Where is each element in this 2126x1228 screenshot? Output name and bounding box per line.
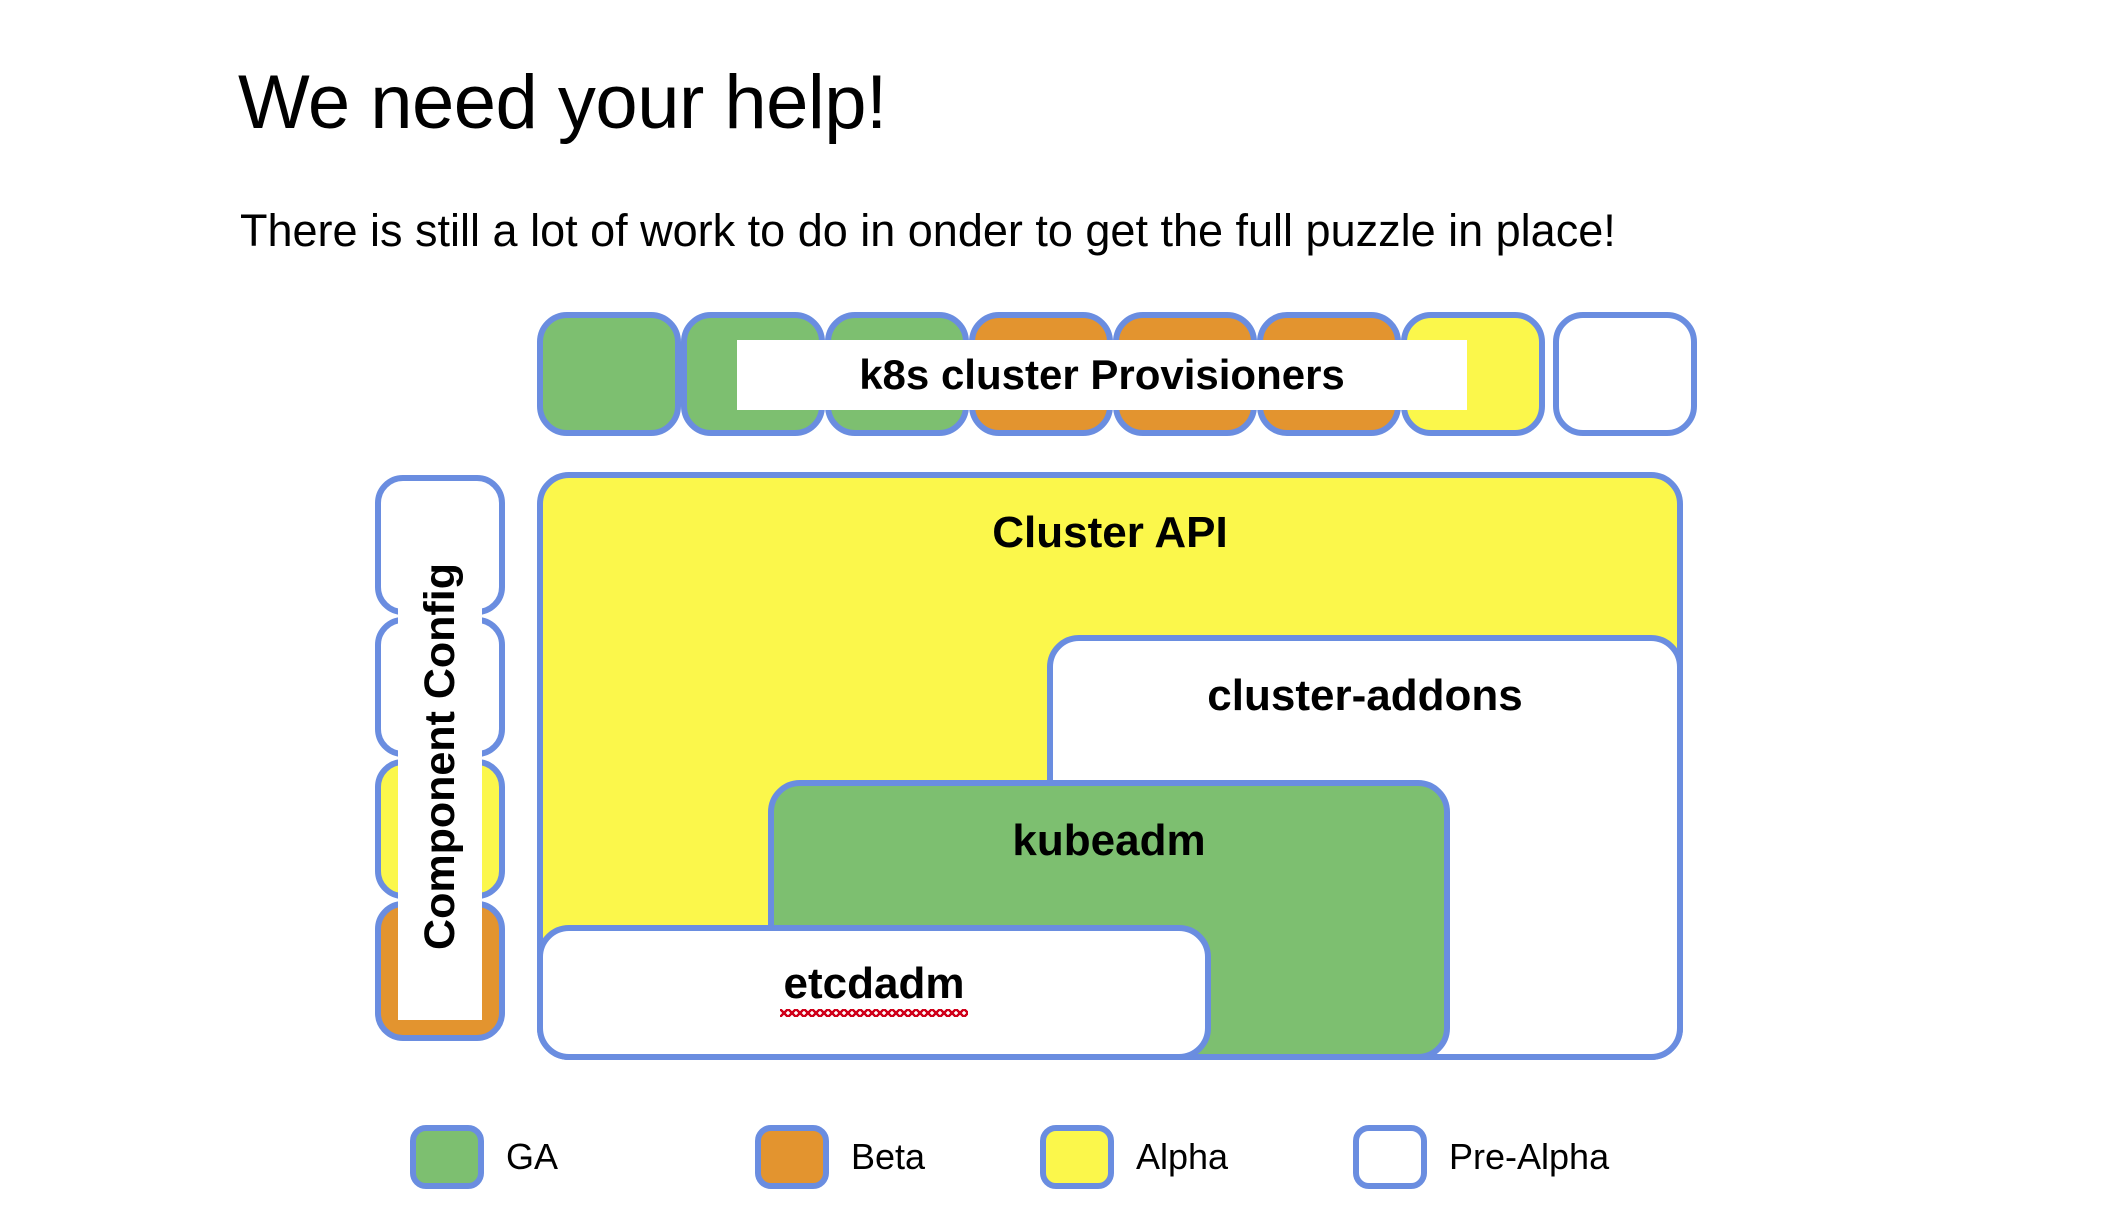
legend-item-alpha: Alpha bbox=[1040, 1125, 1228, 1189]
page-title: We need your help! bbox=[238, 59, 887, 145]
provisioner-box-1 bbox=[537, 312, 681, 436]
provisioner-box-8 bbox=[1553, 312, 1697, 436]
legend-swatch-prealpha bbox=[1353, 1125, 1427, 1189]
legend: GA Beta Alpha Pre-Alpha bbox=[410, 1125, 1710, 1205]
legend-swatch-alpha bbox=[1040, 1125, 1114, 1189]
legend-item-beta: Beta bbox=[755, 1125, 925, 1189]
cluster-api-label: Cluster API bbox=[992, 508, 1228, 557]
component-config-label: Component Config bbox=[398, 492, 482, 1020]
page-subtitle: There is still a lot of work to do in on… bbox=[240, 205, 1616, 256]
cluster-addons-label: cluster-addons bbox=[1207, 671, 1523, 720]
component-config-label-text: Component Config bbox=[415, 562, 464, 950]
legend-swatch-ga bbox=[410, 1125, 484, 1189]
legend-item-ga: GA bbox=[410, 1125, 558, 1189]
provisioners-label: k8s cluster Provisioners bbox=[737, 340, 1467, 410]
legend-swatch-beta bbox=[755, 1125, 829, 1189]
legend-label-prealpha: Pre-Alpha bbox=[1449, 1136, 1610, 1177]
etcdadm-label-wrapper: etcdadm bbox=[543, 959, 1205, 1017]
kubeadm-label: kubeadm bbox=[1012, 816, 1206, 865]
etcdadm-box: etcdadm bbox=[537, 925, 1211, 1060]
etcdadm-label: etcdadm bbox=[779, 959, 969, 1017]
legend-item-prealpha: Pre-Alpha bbox=[1353, 1125, 1609, 1189]
legend-label-beta: Beta bbox=[851, 1136, 926, 1177]
legend-label-ga: GA bbox=[506, 1136, 559, 1177]
legend-label-alpha: Alpha bbox=[1136, 1136, 1229, 1177]
